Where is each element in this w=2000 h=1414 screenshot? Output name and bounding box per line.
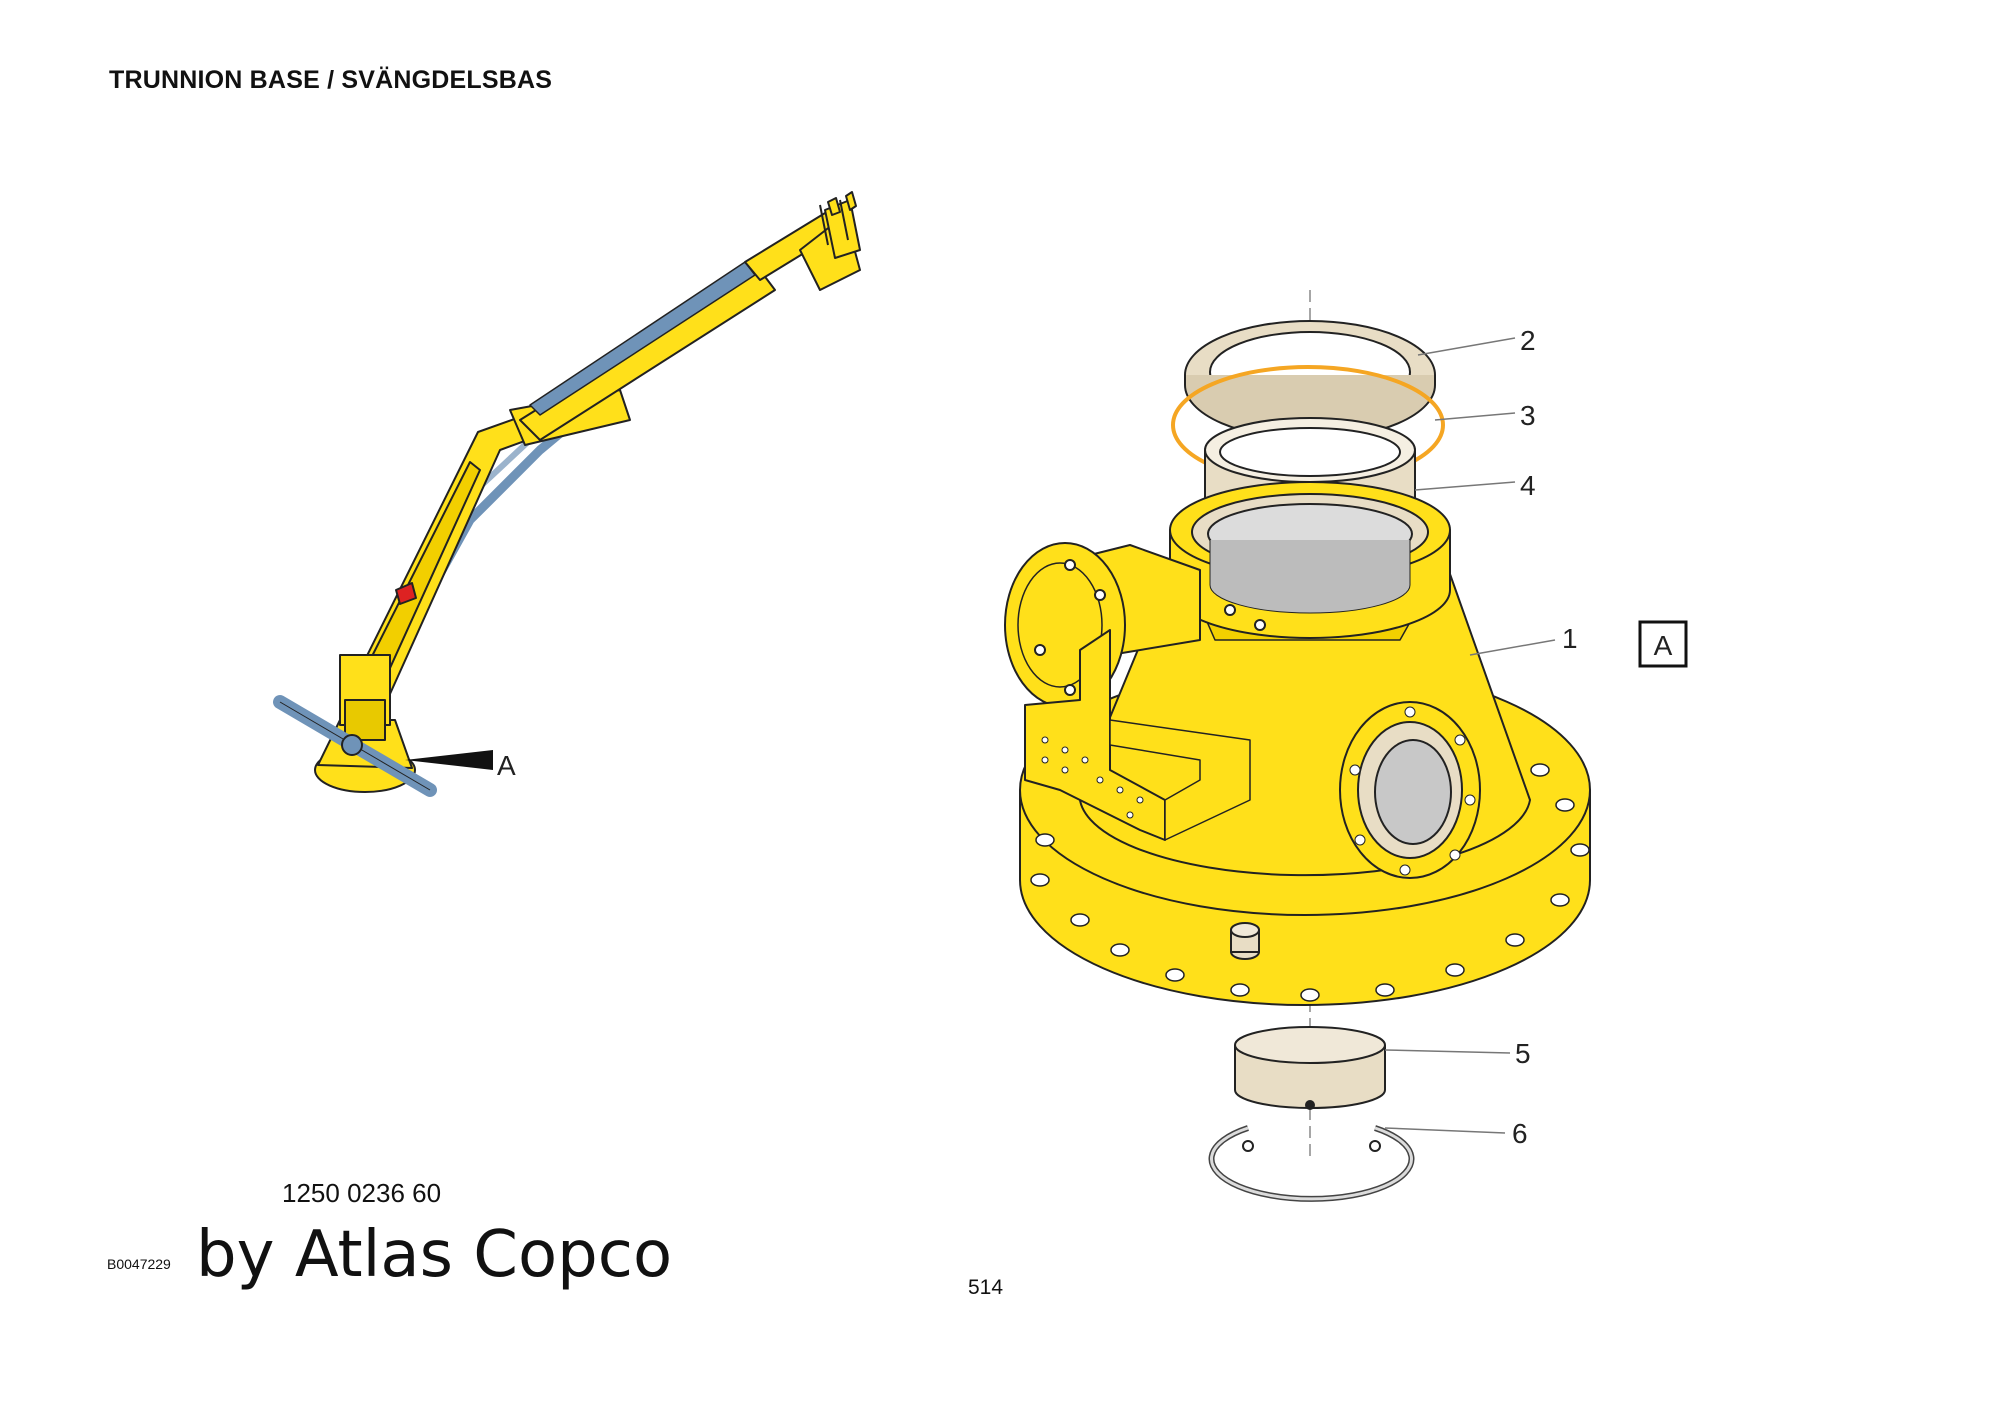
page-title: TRUNNION BASE / SVÄNGDELSBAS: [109, 66, 553, 94]
callout-4: 4: [1520, 470, 1536, 501]
view-label-box: A: [1638, 620, 1688, 668]
part-number: 1250 0236 60: [282, 1178, 442, 1208]
image-id: B0047229: [107, 1256, 171, 1272]
boom-overview: [273, 191, 861, 797]
callout-5: 5: [1515, 1038, 1531, 1069]
part-1-housing: [1004, 481, 1591, 1006]
part-2-ring: [1184, 320, 1436, 440]
callout-3: 3: [1520, 400, 1536, 431]
callout-6: 6: [1512, 1118, 1528, 1149]
part-5-bushing: [1234, 1026, 1386, 1110]
detail-marker-label: A: [497, 750, 516, 781]
callout-2: 2: [1520, 325, 1536, 356]
page-number: 514: [968, 1276, 1004, 1299]
callout-1: 1: [1562, 623, 1578, 654]
view-label: A: [1654, 630, 1673, 661]
part-6-circlip: [1208, 1125, 1415, 1202]
watermark-text: by Atlas Copco: [196, 1218, 673, 1292]
detail-pointer: A: [405, 750, 516, 781]
callouts: [1384, 337, 1556, 1134]
trunnion-detail: [1004, 290, 1591, 1202]
